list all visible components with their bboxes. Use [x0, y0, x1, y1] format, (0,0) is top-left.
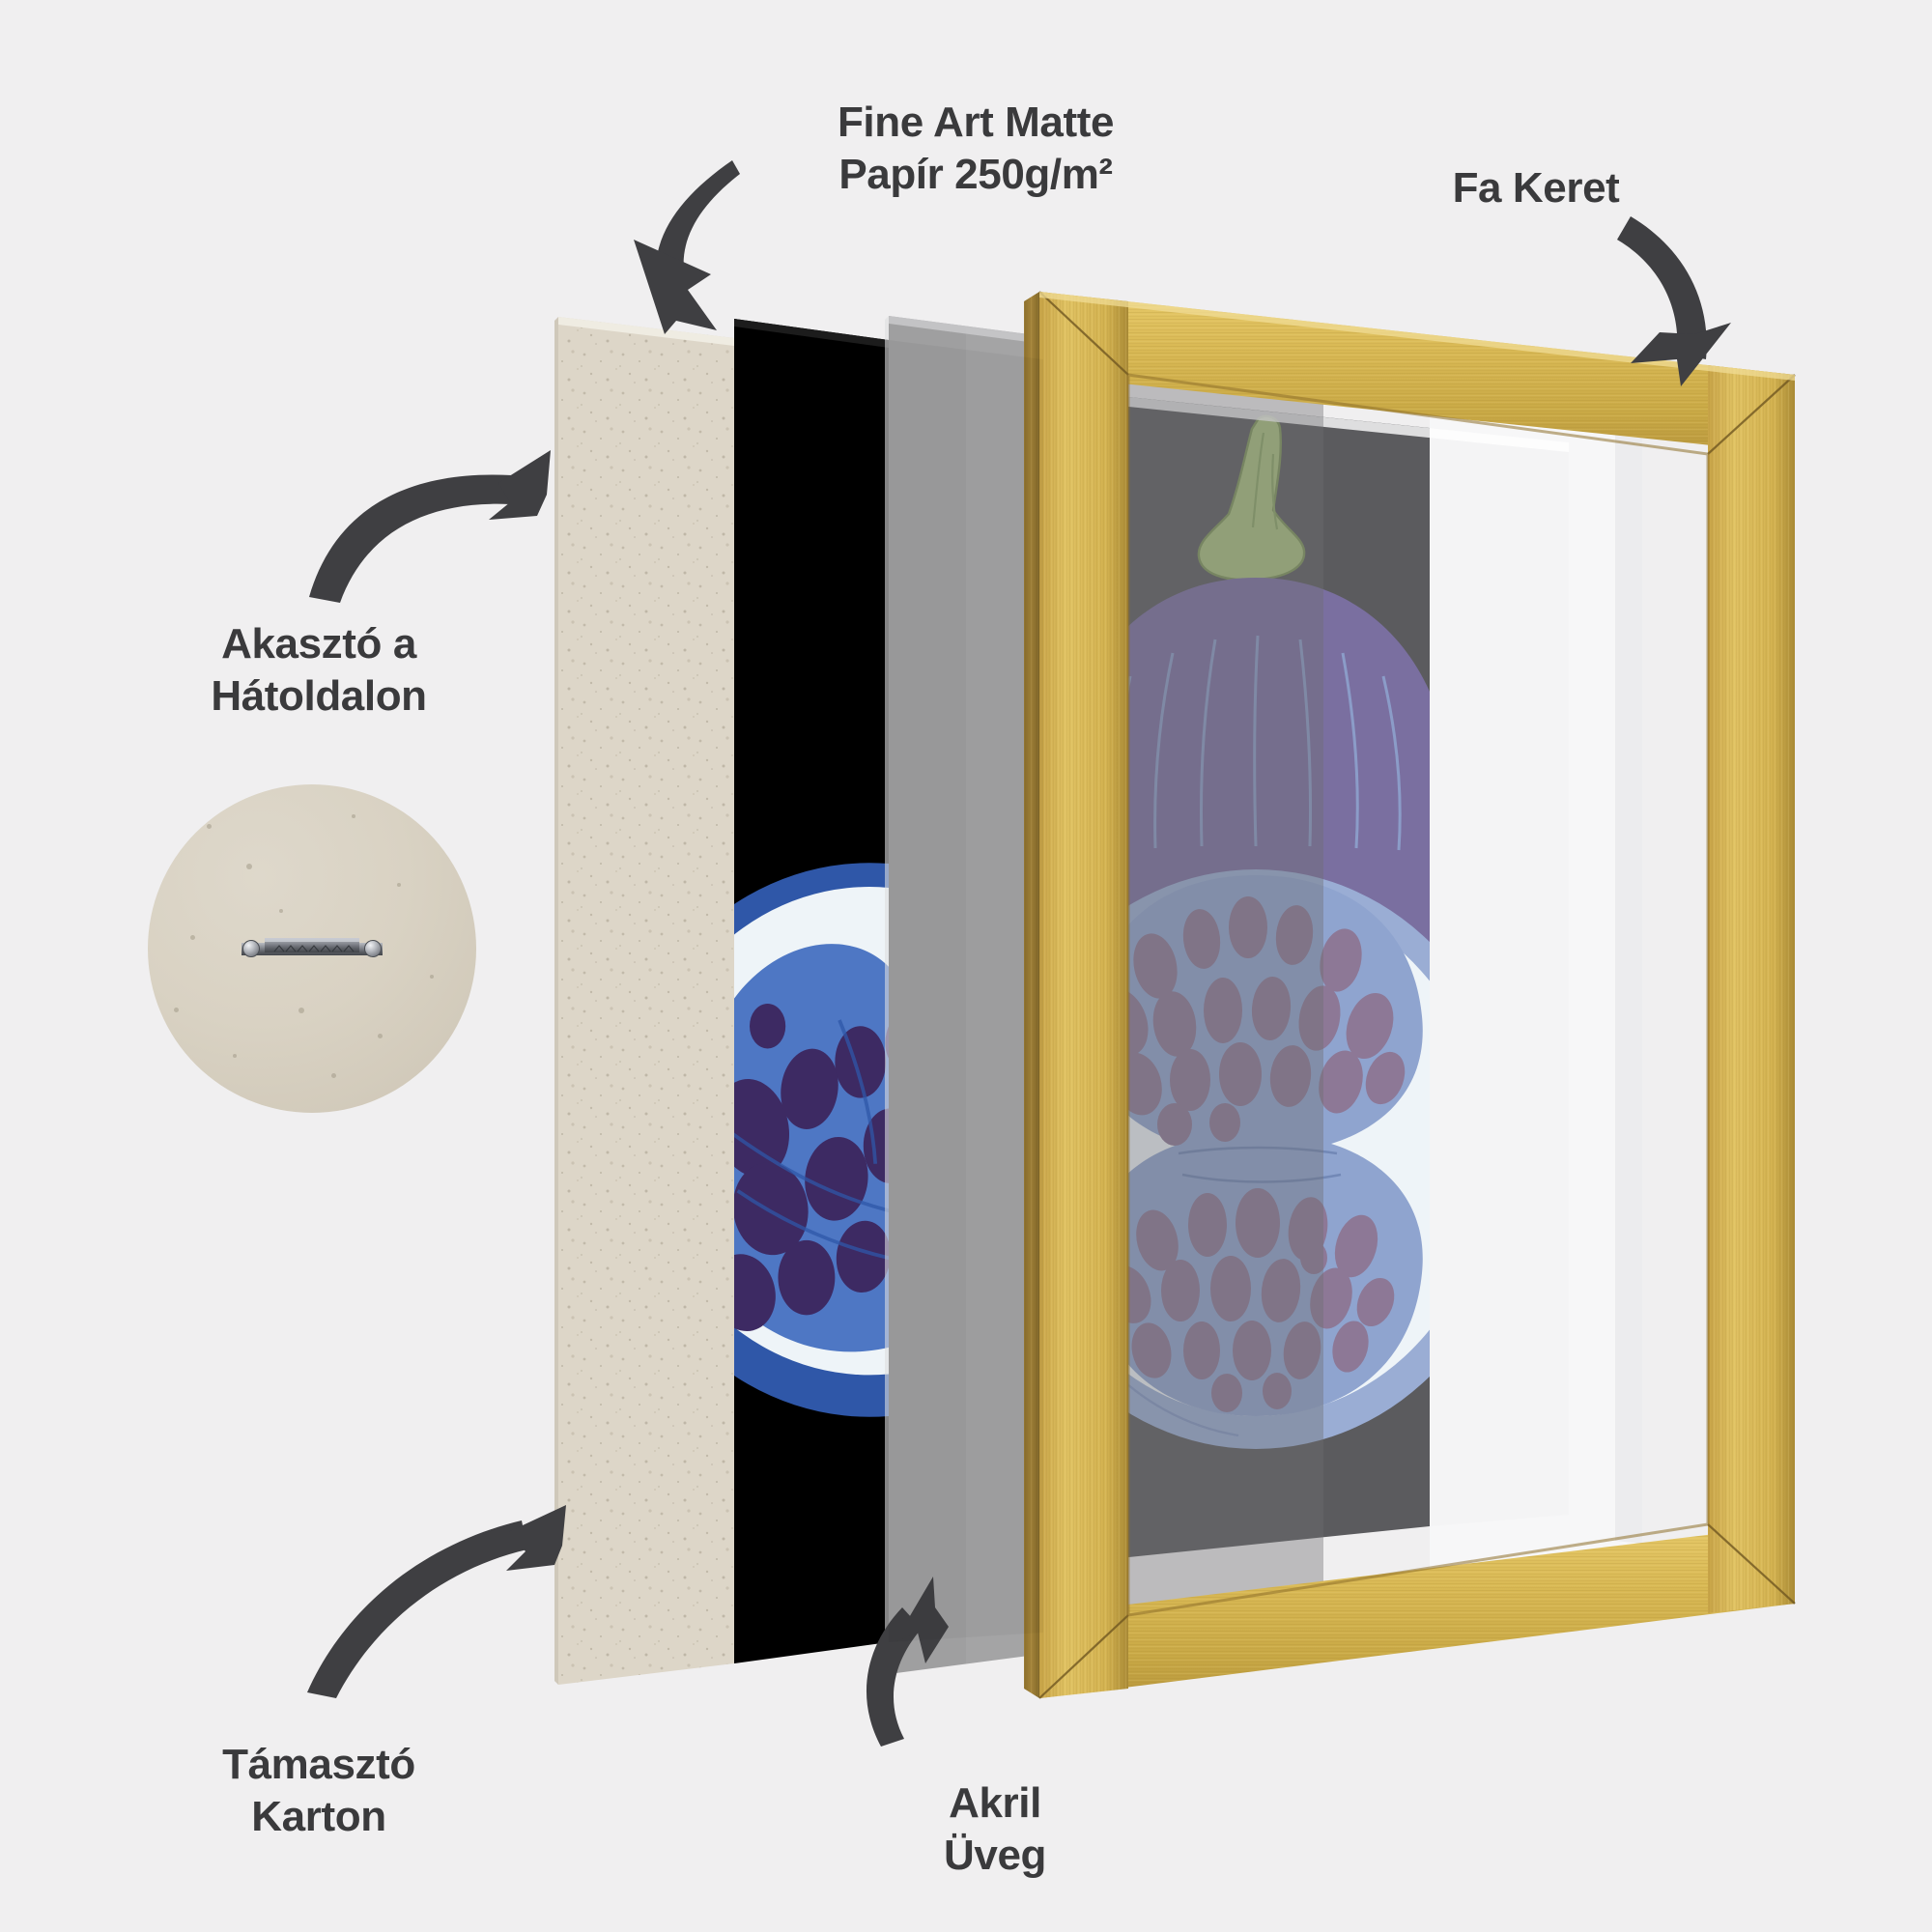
acrylic-shadow: [889, 340, 1043, 1642]
layer-print: [734, 319, 889, 1663]
label-hanger: Akasztó a Hátoldalon: [211, 620, 427, 720]
arrow-cardboard-top-icon: [309, 450, 551, 603]
hanger-photo-circle: [148, 784, 476, 1113]
layer-cardboard: [554, 317, 734, 1685]
sawtooth-hanger-icon: [242, 938, 383, 957]
label-cardboard: Támasztó Karton: [222, 1741, 415, 1840]
annotation-arrows: [307, 160, 1731, 1747]
label-frame: Fa Keret: [1452, 164, 1620, 212]
fig-seeds-lower: [1105, 1188, 1395, 1412]
print-artwork: [734, 863, 889, 1417]
arrow-cardboard-bottom-icon: [307, 1505, 566, 1698]
layer-frame: [1024, 291, 1796, 1699]
label-acrylic: Akril Üveg: [944, 1779, 1046, 1879]
arrow-frame-icon: [1617, 216, 1731, 386]
label-paper: Fine Art Matte Papír 250g/m²: [837, 99, 1115, 198]
arrow-paper-icon: [634, 160, 740, 334]
arrow-acrylic-icon: [866, 1577, 949, 1747]
